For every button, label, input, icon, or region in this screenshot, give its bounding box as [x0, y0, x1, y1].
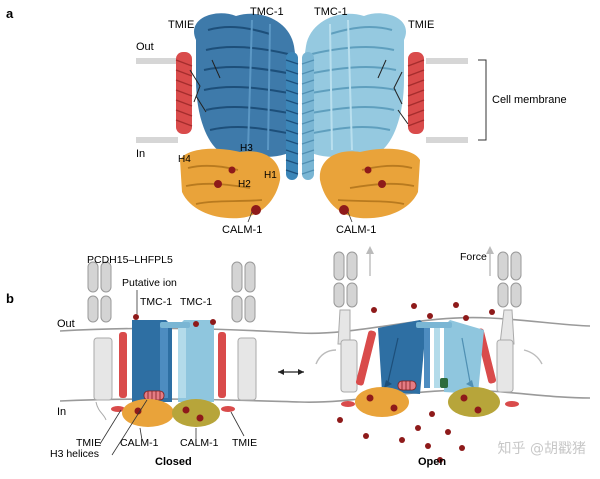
pcdh15-linker-closed-right [231, 261, 257, 401]
membrane-bar-in-left [136, 137, 178, 143]
b-tmc1-right-label: TMC-1 [180, 296, 212, 308]
a-calm-left-pointer [247, 211, 253, 223]
a-tmc1-right-label: TMC-1 [314, 6, 348, 18]
b-pcdh-label: PCDH15–LHFPL5 [87, 254, 173, 266]
a-out-label: Out [136, 41, 154, 53]
tmc1-open-channel-right [434, 328, 440, 388]
a-h4-label: H4 [178, 154, 191, 165]
a-calm1-right-label: CALM-1 [336, 224, 376, 236]
pcdh15-linker-closed-left [87, 261, 113, 421]
membrane-bar-out-right [426, 58, 468, 64]
tmie-helix-right [407, 52, 425, 134]
h3-helix-open [397, 380, 417, 391]
b-closed-label: Closed [155, 456, 192, 468]
b-in-label: In [57, 406, 66, 418]
ion-closed-1 [134, 407, 142, 415]
calm1-open-right [448, 387, 500, 417]
membrane-curve-arrow-right [523, 349, 543, 365]
b-h3-helices-label: H3 helices [50, 448, 99, 460]
cell-membrane-label: Cell membrane [492, 94, 567, 106]
calm1-closed-left [122, 399, 174, 427]
watermark: 知乎 @胡戳猪 [497, 441, 586, 457]
a-calm-right-pointer [347, 211, 353, 223]
ion-closed-2 [182, 406, 190, 414]
panel-a-letter: a [6, 6, 14, 21]
tmie-closed-right [218, 332, 226, 398]
b-force-label: Force [460, 251, 487, 263]
a-tmie-right-label: TMIE [408, 19, 434, 31]
ion-closed-3 [196, 414, 204, 422]
a-in-label: In [136, 148, 145, 160]
calm1-structure-left [180, 148, 281, 219]
ions-open [337, 302, 495, 463]
tmc1-open-top-helix [416, 322, 452, 328]
a-tmie-left-label: TMIE [168, 19, 194, 31]
b-tmie-right-pointer [230, 411, 245, 437]
lipid-molecules [189, 59, 409, 125]
a-calm1-left-label: CALM-1 [222, 224, 262, 236]
a-h2-label: H2 [238, 179, 251, 190]
b-tmc1-left-label: TMC-1 [140, 296, 172, 308]
membrane-bar-in-right [426, 137, 468, 143]
ion-out-2 [193, 321, 199, 327]
tmc1-closed-right [178, 320, 214, 402]
tmie-closed-left-tail [111, 406, 125, 412]
pcdh15-linker-open-left [333, 251, 358, 393]
tmc1-closed-left [132, 320, 172, 402]
b-h3-pointer [111, 399, 148, 456]
tmc1-open-right [444, 320, 484, 394]
tmc1-open-left [378, 320, 426, 394]
tmie-helix-left [175, 52, 193, 134]
panel-b-letter: b [6, 291, 14, 306]
state-transition-arrow [278, 369, 304, 375]
a-h1-label: H1 [264, 170, 277, 181]
h3-helix-open-right [440, 378, 448, 388]
pcdh15-linker-open-right [496, 251, 522, 393]
tmc1-structure-right [302, 13, 406, 157]
ion-out-1 [133, 314, 139, 320]
a-tmc1-left-label: TMC-1 [250, 6, 284, 18]
force-arrowhead-left [366, 246, 374, 254]
b-tmie-left-label: TMIE [76, 437, 101, 449]
b-tmie-right-label: TMIE [232, 437, 257, 449]
h3-helix-closed [143, 390, 165, 401]
tmc1-structure-left [194, 13, 298, 157]
b-calm1-left-label: CALM-1 [120, 437, 159, 449]
tmc1-open-channel-left [424, 328, 430, 388]
calm1-open-left [355, 387, 409, 417]
ion-out-3 [210, 319, 216, 325]
central-helices [285, 52, 315, 180]
b-putative-ion-label: Putative ion [122, 277, 177, 289]
tmie-open-left-tail [341, 401, 355, 407]
b-open-label: Open [418, 456, 446, 468]
tmie-closed-left [119, 332, 127, 398]
b-calm1-right-label: CALM-1 [180, 437, 219, 449]
tmie-open-left [355, 330, 377, 386]
membrane-bar-out-left [136, 58, 178, 64]
cell-membrane-bracket [478, 59, 487, 141]
force-arrowhead-right [486, 246, 494, 254]
tmie-closed-right-tail [221, 406, 235, 412]
b-out-label: Out [57, 318, 75, 330]
a-h3-label: H3 [240, 143, 253, 154]
b-tmie-left-pointer [99, 409, 122, 445]
calm1-closed-right [172, 399, 220, 427]
calm1-structure-right [319, 148, 420, 219]
b-calm-left-pointer [139, 427, 143, 441]
tmie-open-right-tail [505, 401, 519, 407]
membrane-curve-arrow-left [315, 349, 337, 365]
tmc1-closed-top-helix [160, 322, 190, 328]
